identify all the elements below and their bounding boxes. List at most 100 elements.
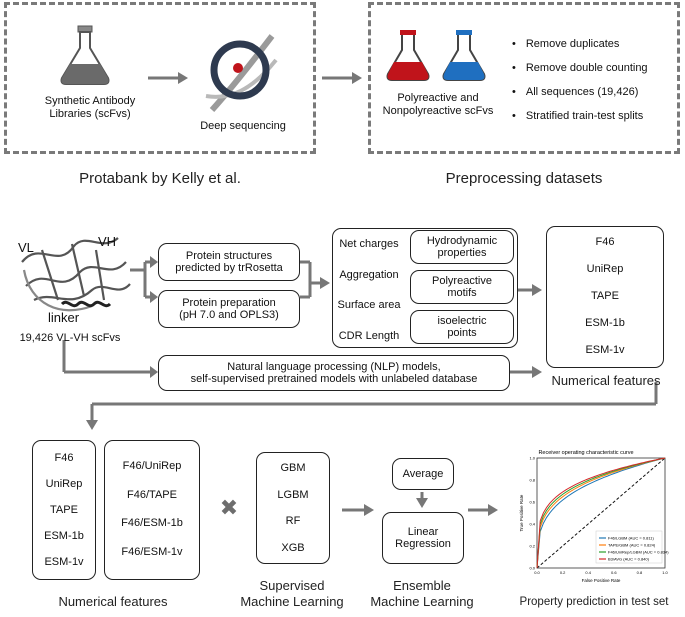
feature-item: F46	[595, 236, 615, 248]
combined-features-box	[104, 440, 200, 580]
ensemble-caption-line2: Machine Learning	[370, 594, 474, 610]
supervised-caption-line2: Machine Learning	[240, 594, 344, 610]
nlp-box: Natural language processing (NLP) models…	[158, 355, 510, 391]
scfv-caption: 19,426 VL-VH scFvs	[19, 332, 121, 344]
model-item: RF	[285, 515, 301, 528]
roc-ticks: 0.00.00.20.20.40.40.60.60.80.81.01.0	[529, 456, 668, 576]
iso-line1: isoelectric	[437, 315, 487, 327]
roc-y-tick: 0.2	[529, 544, 535, 549]
roc-x-tick: 0.6	[611, 570, 617, 575]
roc-y-tick: 0.4	[529, 522, 535, 527]
roc-legend	[595, 530, 663, 564]
step-item: Remove duplicates	[512, 38, 678, 50]
roc-x-tick: 0.0	[534, 570, 540, 575]
features-list: F46 UniRep TAPE ESM-1b ESM-1v	[546, 236, 664, 356]
nlp-line2: self-supervised pretrained models with u…	[190, 373, 478, 385]
property-item: CDR Length	[338, 329, 400, 342]
ensemble-caption-line1: Ensemble	[393, 578, 451, 593]
feature-item: ESM-1v	[585, 344, 625, 356]
motif-line1: Polyreactive	[432, 275, 492, 287]
roc-y-tick: 1.0	[529, 456, 535, 461]
step-item: All sequences (19,426)	[512, 86, 678, 98]
linear-line2: Regression	[395, 538, 451, 550]
library-label-line1: Synthetic Antibody	[44, 95, 136, 107]
models-list: GBM LGBM RF XGB	[256, 462, 330, 554]
roc-xlabel: False Positive Rate	[582, 578, 621, 583]
single-feature-item: ESM-1b	[44, 530, 84, 542]
sequencing-label: Deep sequencing	[200, 120, 286, 132]
roc-curve	[536, 457, 666, 569]
combined-feature-item: F46/TAPE	[127, 488, 177, 501]
roc-legend-label: TAPE/GBM (AUC = 0.824)	[608, 543, 656, 548]
single-feature-item: ESM-1v	[44, 556, 84, 568]
library-label: Synthetic Antibody Libraries (scFvs)	[40, 95, 140, 121]
protabank-caption: Protabank by Kelly et al.	[79, 170, 241, 187]
feature-item: TAPE	[591, 290, 619, 302]
nonpolyreactive-flask-icon	[442, 30, 486, 81]
grey-flask-icon	[60, 25, 110, 85]
combined-features-list: F46/UniRep F46/TAPE F46/ESM-1b F46/ESM-1…	[104, 460, 200, 558]
linear-box: Linear Regression	[382, 512, 464, 564]
linker-label: linker	[48, 310, 80, 325]
single-feature-item: F46	[54, 452, 74, 464]
model-item: GBM	[280, 462, 306, 474]
supervised-caption: Supervised Machine Learning	[232, 578, 352, 611]
roc-x-tick: 1.0	[662, 570, 668, 575]
roc-legend-label: F46/UniRep/LGBM (AUC = 0.834)	[608, 550, 669, 555]
combined-feature-item: F46/ESM-1b	[121, 517, 183, 530]
single-features-box	[32, 440, 96, 580]
model-item: XGB	[281, 541, 305, 554]
feature-item: UniRep	[586, 263, 624, 275]
roc-title: Receiver operating characteristic curve	[538, 450, 633, 456]
preprocessing-panel	[368, 2, 680, 154]
middle-features-caption: Numerical features	[551, 373, 661, 388]
property-item: Surface area	[337, 299, 401, 312]
dna-magnifier-icon	[205, 34, 278, 113]
roc-legend-label: B3/AVG (AUC = 0.840)	[608, 557, 650, 562]
flasks-label: Polyreactive and Nonpolyreactive scFvs	[376, 92, 500, 118]
roc-y-tick: 0.8	[529, 478, 535, 483]
supervised-caption-line1: Supervised	[259, 578, 325, 593]
roc-ylabel: True Positive Rate	[519, 494, 524, 531]
properties-list: Net charges Aggregation Surface area CDR…	[336, 238, 402, 342]
single-features-list: F46 UniRep TAPE ESM-1b ESM-1v	[32, 452, 96, 568]
preprocessing-caption: Preprocessing datasets	[445, 170, 603, 187]
combined-feature-item: F46/UniRep	[122, 460, 182, 472]
bottom-features-caption: Numerical features	[58, 594, 168, 609]
combined-feature-item: F46/ESM-1v	[121, 545, 183, 558]
scfv-structure-icon	[21, 237, 131, 312]
roc-y-tick: 0.6	[529, 500, 535, 505]
preparation-line1: Protein preparation	[182, 297, 276, 309]
vl-label: VL	[18, 240, 34, 255]
protabank-panel	[4, 2, 316, 154]
structures-box: Protein structures predicted by trRosett…	[158, 243, 300, 281]
property-item: Aggregation	[339, 268, 399, 281]
models-box	[256, 452, 330, 564]
isoelectric-box: isoelectric points	[410, 310, 514, 344]
feature-item: ESM-1b	[585, 317, 625, 329]
library-label-line2: Libraries (scFvs)	[49, 108, 131, 121]
vh-label: VH	[98, 234, 117, 249]
roc-x-tick: 0.8	[637, 570, 643, 575]
features-box	[546, 226, 664, 368]
structures-line1: Protein structures	[185, 250, 273, 262]
ensemble-caption: Ensemble Machine Learning	[362, 578, 482, 611]
property-item: Net charges	[339, 238, 399, 250]
motif-line2: motifs	[447, 287, 477, 299]
roc-x-tick: 0.2	[560, 570, 566, 575]
hydrodynamic-box: Hydrodynamic properties	[410, 230, 514, 264]
roc-diagonal	[536, 457, 666, 569]
step-item: Remove double counting	[512, 62, 678, 74]
single-feature-item: UniRep	[45, 478, 83, 490]
roc-curves	[536, 457, 666, 569]
structures-line2: predicted by trRosetta	[175, 262, 283, 274]
polyreactive-flask-icon	[386, 30, 430, 81]
prediction-caption: Property prediction in test set	[519, 596, 669, 608]
roc-x-tick: 0.4	[585, 570, 591, 575]
flasks-label-line2: Nonpolyreactive scFvs	[382, 105, 494, 118]
single-feature-item: TAPE	[50, 504, 78, 516]
step-item: Stratified train-test splits	[512, 110, 678, 122]
model-item: LGBM	[277, 488, 309, 501]
